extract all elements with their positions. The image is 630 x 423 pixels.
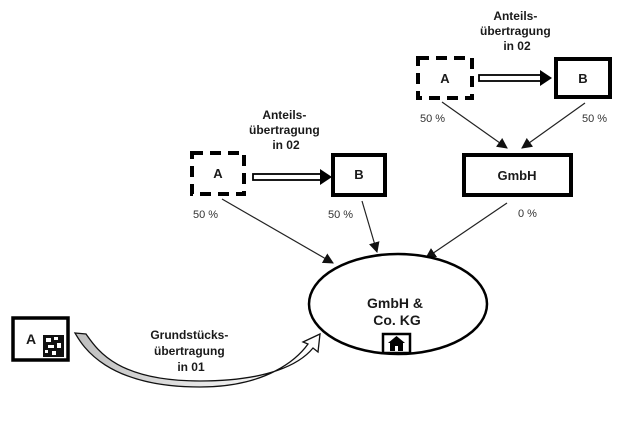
arrow-middle-b-to-kg xyxy=(361,200,380,254)
transfer-label-top: Anteils- übertragung in 02 xyxy=(480,9,554,53)
node-a-bottom[interactable]: A xyxy=(11,316,70,362)
transfer-label-line: in 02 xyxy=(272,138,300,152)
transfer-label-line: übertragung xyxy=(249,123,320,137)
transfer-label-line: in 01 xyxy=(177,360,205,374)
node-b-top[interactable]: B xyxy=(554,57,612,99)
node-b-label: B xyxy=(354,167,363,182)
transfer-label-middle: Anteils- übertragung in 02 xyxy=(249,108,323,152)
arrow-gmbh-to-kg xyxy=(425,202,508,259)
node-a-label: A xyxy=(26,331,36,347)
node-gmbh[interactable]: GmbH xyxy=(462,153,573,197)
share-label: 50 % xyxy=(193,209,218,221)
arrow-a-to-gmbh xyxy=(441,101,508,149)
share-label: 50 % xyxy=(420,113,445,125)
top-right-group: Anteils- übertragung in 02 A B 50 % 50 %… xyxy=(416,9,612,220)
middle-group: Anteils- übertragung in 02 A B 50 % 50 % xyxy=(190,108,387,221)
node-a-label: A xyxy=(440,71,450,86)
share-label: 0 % xyxy=(518,208,537,220)
share-label: 50 % xyxy=(328,209,353,221)
share-label: 50 % xyxy=(582,113,607,125)
arrow-b-to-gmbh xyxy=(521,102,586,149)
curved-transfer-arrow xyxy=(73,332,321,388)
transfer-label-line: Anteils- xyxy=(262,108,306,122)
node-a-middle[interactable]: A xyxy=(190,151,246,196)
transfer-label-line: Grundstücks- xyxy=(150,328,228,342)
node-a-label: A xyxy=(213,166,223,181)
transfer-label-line: übertragung xyxy=(154,344,225,358)
house-icon xyxy=(381,332,412,355)
kg-label: GmbH & Co. KG xyxy=(367,295,427,328)
node-b-label: B xyxy=(578,71,587,86)
transfer-label-line: in 02 xyxy=(503,39,531,53)
transfer-label-bottom: Grundstücks- übertragung in 01 xyxy=(150,328,231,374)
kg-label-line: GmbH & xyxy=(367,295,423,311)
node-a-top[interactable]: A xyxy=(416,56,474,100)
transfer-label-line: übertragung xyxy=(480,24,551,38)
node-gmbh-co-kg[interactable]: GmbH & Co. KG xyxy=(307,252,489,356)
gmbh-label: GmbH xyxy=(498,168,537,183)
double-arrow-top xyxy=(478,70,552,86)
land-parcel-icon xyxy=(43,335,64,357)
arrow-middle-a-to-kg xyxy=(221,198,334,264)
node-b-middle[interactable]: B xyxy=(331,153,387,197)
transfer-label-line: Anteils- xyxy=(493,9,537,23)
kg-label-line: Co. KG xyxy=(373,312,421,328)
double-arrow-middle xyxy=(252,169,332,185)
